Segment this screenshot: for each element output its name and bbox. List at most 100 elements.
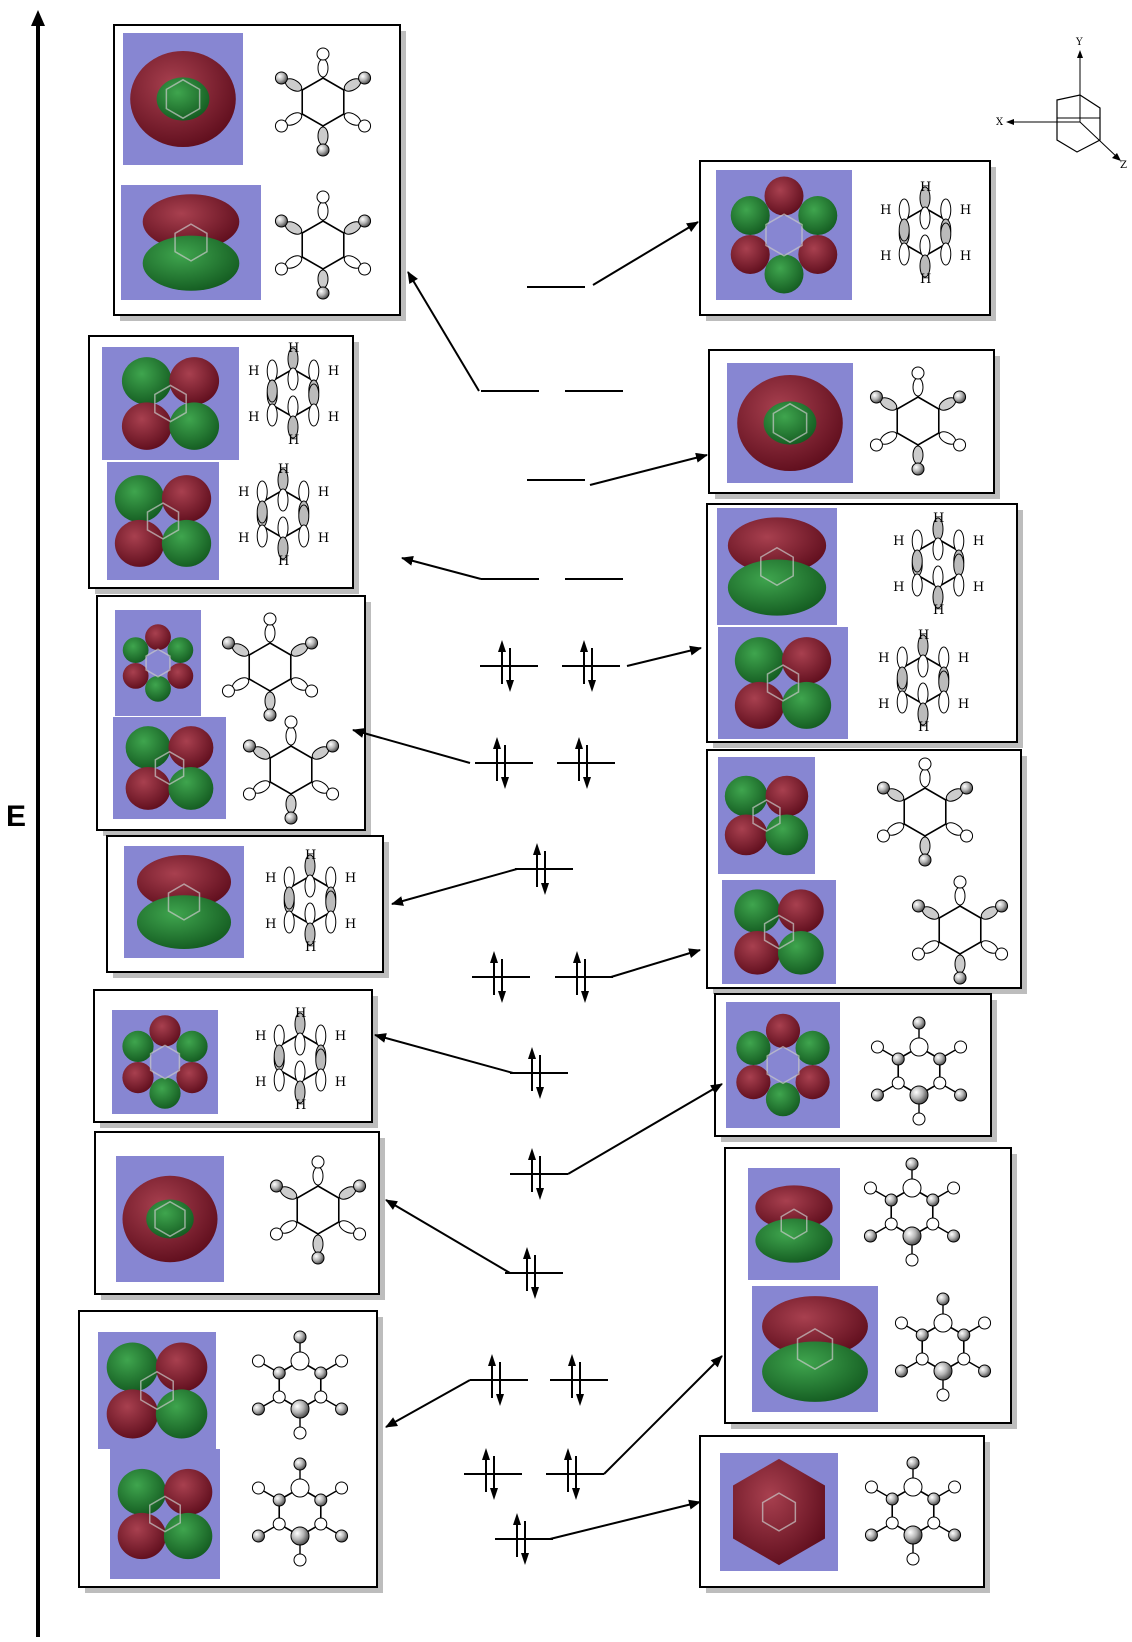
orbital-ball (316, 190, 330, 204)
orbital-lobe (777, 930, 824, 975)
connector-arrow (549, 1499, 701, 1540)
orbital-ball (870, 1040, 884, 1054)
carbon-skeleton (796, 1327, 834, 1371)
orbital-render-panel (722, 880, 836, 984)
orbital-ball (314, 1517, 328, 1531)
orbital-lobe (155, 1342, 208, 1392)
orbital-lobe (734, 637, 785, 685)
electron-spin-down-head (490, 1488, 498, 1500)
hydrogen-label: H (255, 1029, 266, 1044)
orbital-ball (326, 739, 340, 753)
orbital-ball (936, 1292, 950, 1306)
connector-arrow (589, 452, 708, 486)
orbital-ball (864, 1480, 878, 1494)
orbital-ball (891, 1052, 905, 1066)
hydrogen-label: H (288, 433, 299, 448)
p-orbital-lobe (308, 403, 320, 427)
orbital-lobe (125, 766, 171, 810)
p-orbital-lobe (917, 682, 929, 706)
orbital-ball (911, 366, 925, 380)
benzene-structure (251, 1330, 349, 1440)
orbital-ball (957, 1352, 971, 1366)
p-orbital-lobe (938, 670, 950, 694)
hydrogen-label: H (973, 534, 984, 549)
carbon-skeleton (140, 1370, 174, 1411)
p-orbital-lobe (953, 573, 965, 597)
orbital-ball (242, 787, 256, 801)
orbital-ball (290, 1526, 310, 1546)
hydrogen-label: H (960, 203, 971, 218)
orbital-lobe (149, 1015, 181, 1047)
p-orbital-lobe (294, 1080, 306, 1104)
orbital-ball (960, 781, 974, 795)
hydrogen-label: H (328, 364, 339, 379)
orbital-lobe (734, 930, 781, 975)
orbital-ball (954, 1088, 968, 1102)
hydrogen-label: H (318, 531, 329, 546)
x-axis-label: X (996, 117, 1004, 128)
orbital-lobe (765, 775, 809, 817)
electron-spin-up-head (533, 843, 541, 855)
connector-arrow (610, 948, 701, 978)
electron-spin-down-head (583, 777, 591, 789)
hydrogen-label: H (328, 410, 339, 425)
p-orbital-lobe (932, 537, 944, 561)
orbital-ball (314, 1493, 328, 1507)
p-orbital-lobe (294, 1060, 306, 1084)
orbital-ball (358, 119, 372, 133)
sp2-lobe (954, 954, 966, 974)
electron-spin-up-head (488, 1354, 496, 1366)
p-orbital-lobe (919, 206, 931, 230)
orbital-ball (978, 1364, 992, 1378)
orbital-ball (953, 971, 967, 985)
orbital-lobe (733, 1458, 825, 1566)
hydrogen-label: H (893, 580, 904, 595)
carbon-skeleton (149, 1044, 181, 1080)
carbon-skeleton (780, 1208, 808, 1240)
p-orbital-lobe (283, 886, 295, 910)
orbital-ball (293, 1553, 307, 1567)
orbital-lobe (156, 77, 210, 121)
orbital-ball (326, 787, 340, 801)
p-orbital-lobe (298, 524, 310, 548)
orbital-lobe (161, 475, 212, 523)
orbital-lobe (798, 196, 838, 235)
p-orbital-lobe (911, 549, 923, 573)
orbital-lobe (763, 401, 817, 445)
p-orbital-lobe (932, 565, 944, 589)
electron-spin-down-head (541, 883, 549, 895)
benzene-structure (274, 190, 372, 300)
benzene-structure (870, 1016, 968, 1126)
connector-arrow (401, 555, 482, 580)
benzene-structure (863, 1157, 961, 1267)
sp2-lobe (317, 201, 329, 221)
hydrogen-label: H (305, 940, 316, 955)
orbital-ball (953, 438, 967, 452)
orbital-lobe (149, 1077, 181, 1109)
orbital-ball (912, 1016, 926, 1030)
orbital-ball (933, 1313, 953, 1333)
sp2-lobe (312, 1234, 324, 1254)
orbital-lobe (163, 1468, 213, 1516)
orbital-ball (926, 1193, 940, 1207)
orbital-ball (358, 262, 372, 276)
hydrogen-label: H (918, 628, 929, 643)
hydrogen-label: H (345, 871, 356, 886)
carbon-skeleton (761, 1492, 797, 1532)
orbital-lobe (114, 519, 165, 567)
orbital-lobe (167, 637, 194, 663)
orbital-lobe (727, 517, 827, 574)
benzene-structure (274, 47, 372, 157)
benzene-structure (911, 875, 1009, 985)
orbital-ball (885, 1492, 899, 1506)
electron-spin-down-head (501, 777, 509, 789)
orbital-lobe (169, 357, 220, 405)
p-orbital-lobe (308, 383, 320, 407)
orbital-lobe (163, 1512, 213, 1560)
orbital-ball (933, 1076, 947, 1090)
orbital-ball (251, 1402, 265, 1416)
electron-spin-down-head (576, 1394, 584, 1406)
orbital-render-panel (107, 462, 219, 580)
orbital-ball (251, 1481, 265, 1495)
